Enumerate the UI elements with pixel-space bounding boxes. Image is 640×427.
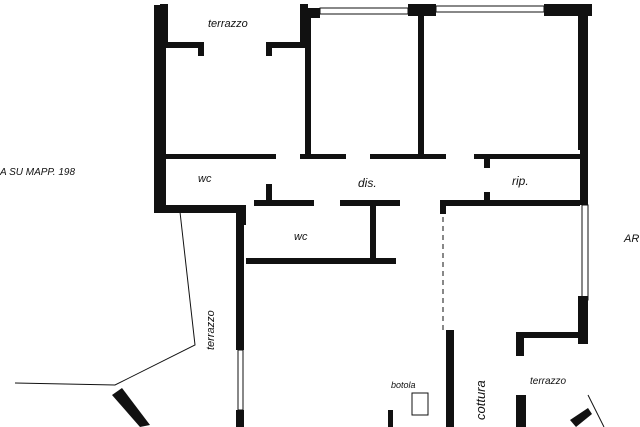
stub-1: [266, 184, 272, 204]
window-top-1: [319, 7, 409, 15]
partition-2: [418, 10, 424, 158]
wall-right-upper: [578, 10, 588, 150]
corridor-top-2: [300, 154, 346, 159]
annotation-left-edge: A SU MAPP. 198: [0, 167, 75, 178]
wc2-right: [370, 204, 376, 264]
wc2-bottom: [246, 258, 396, 264]
wall-left-main: [154, 5, 166, 212]
wall-terrace-bottom-left: [166, 42, 204, 48]
angled-wall-right: [570, 408, 592, 427]
wall-terrace-left: [160, 4, 168, 48]
left-lower-stub: [236, 410, 244, 427]
terrace-outline-right: [587, 394, 605, 427]
partition-1: [305, 10, 311, 158]
label-wc-1: wc: [198, 173, 212, 185]
label-dis: dis.: [358, 176, 377, 190]
terrace-right-post: [516, 395, 526, 427]
jamb-2: [266, 42, 272, 56]
wall-terrace-bottom-right: [266, 42, 306, 48]
corridor-top-3: [370, 154, 446, 159]
corridor-top-4: [474, 154, 580, 159]
annotation-right-edge: AR: [623, 233, 639, 245]
left-lower-window: [237, 349, 244, 411]
room-labels: terrazzo wc dis. rip. wc terrazzo botola…: [0, 18, 639, 420]
terrace-right-top: [516, 332, 582, 338]
label-cottura: cottura: [473, 380, 488, 420]
interior-walls: [164, 10, 582, 427]
window-right: [581, 204, 589, 301]
corridor-bottom-3: [440, 200, 580, 206]
terrace-outline-left: [14, 211, 196, 386]
corridor-top-1: [164, 154, 276, 159]
left-corridor-wall: [236, 222, 244, 350]
wall-right-lower: [578, 296, 588, 344]
label-terrazzo-top: terrazzo: [208, 18, 248, 30]
wall-terrace-right: [300, 4, 308, 48]
label-botola: botola: [391, 380, 416, 390]
wall-right-mid: [580, 150, 588, 205]
stub-3: [484, 192, 490, 202]
label-terrazzo-right: terrazzo: [530, 376, 567, 387]
corridor-bottom-1: [254, 200, 314, 206]
wall-bottom-left: [154, 205, 244, 213]
exterior-walls: [154, 4, 592, 344]
label-rip: rip.: [512, 174, 529, 188]
angled-wall-left: [112, 388, 150, 427]
stub-2: [484, 158, 490, 168]
corridor-bottom-2: [340, 200, 400, 206]
kitchen-wall: [446, 330, 454, 427]
kitchen-left-jamb: [440, 200, 446, 214]
botola-box: [411, 392, 429, 416]
wall-bottom-left-step: [236, 205, 246, 225]
terrace-right-left: [516, 332, 524, 356]
lines: [14, 208, 605, 427]
label-terrazzo-left: terrazzo: [205, 310, 217, 350]
botola-post: [388, 410, 393, 427]
window-top-2: [435, 5, 545, 13]
jamb-1: [198, 42, 204, 56]
wall-top-a: [306, 8, 320, 18]
label-wc-2: wc: [294, 231, 308, 243]
